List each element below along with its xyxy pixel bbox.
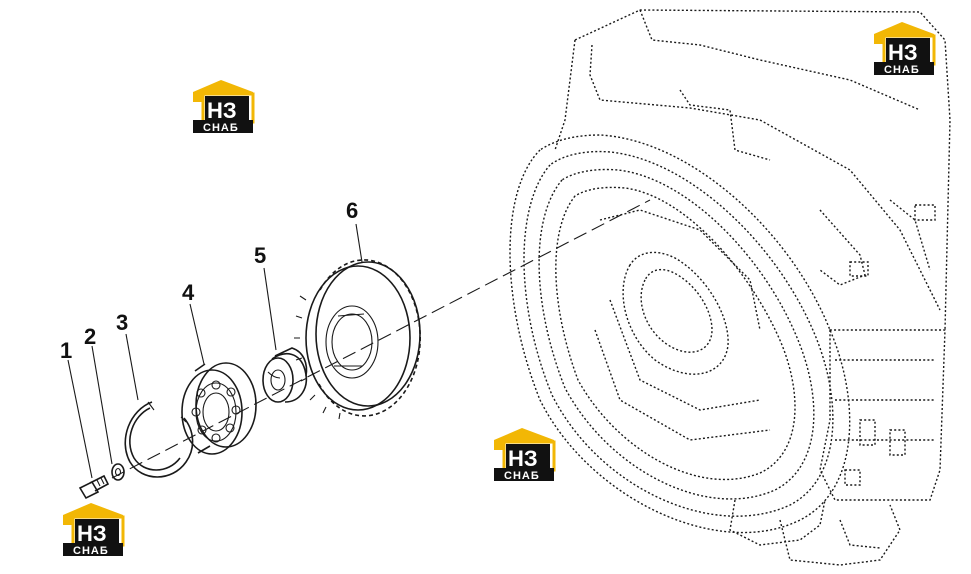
callout-1: 1 xyxy=(60,338,72,363)
callout-3: 3 xyxy=(116,310,128,335)
logo-sub-text: СНАБ xyxy=(203,122,239,134)
watermark-logo-bottom-left: НЗ СНАБ xyxy=(63,503,125,557)
part-sleeve xyxy=(262,347,308,403)
callout-2: 2 xyxy=(84,324,96,349)
watermark-logo-top-left: НЗ СНАБ xyxy=(193,80,255,134)
logo-sub-text: СНАБ xyxy=(504,470,540,482)
part-bearing xyxy=(181,362,257,455)
callout-4: 4 xyxy=(182,280,195,305)
callout-5: 5 xyxy=(254,243,266,268)
logo-main-text: НЗ xyxy=(77,521,107,546)
logo-main-text: НЗ xyxy=(207,98,237,123)
part-washer xyxy=(111,463,125,481)
logo-sub-text: СНАБ xyxy=(73,545,109,557)
callout-6: 6 xyxy=(346,198,358,223)
part-bolt xyxy=(78,474,110,500)
watermark-logo-center: НЗ СНАБ xyxy=(494,428,556,482)
housing-outline xyxy=(509,9,951,566)
logo-sub-text: СНАБ xyxy=(884,64,920,76)
leader-lines xyxy=(67,223,363,479)
logo-main-text: НЗ xyxy=(508,446,538,471)
logo-main-text: НЗ xyxy=(888,40,918,65)
part-gear xyxy=(294,259,421,420)
watermark-logo-top-right: НЗ СНАБ xyxy=(874,22,936,76)
